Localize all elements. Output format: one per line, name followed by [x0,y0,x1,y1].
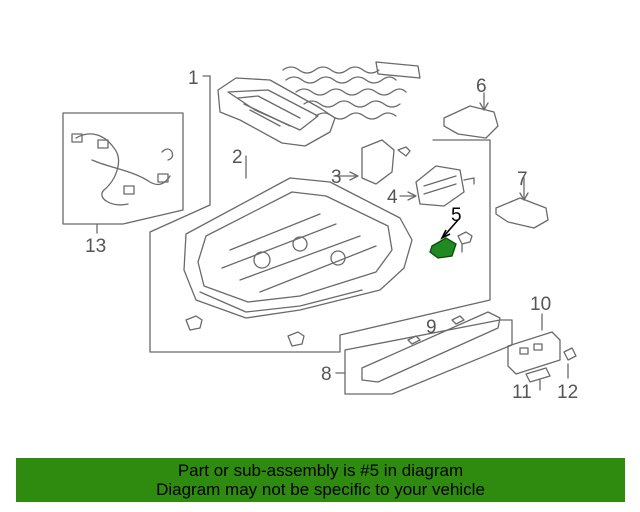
callout-2: 2 [232,147,243,168]
callout-10: 10 [530,294,551,315]
callout-8: 8 [321,364,332,385]
callout-11: 11 [512,382,532,403]
callout-6: 6 [476,76,487,97]
callout-5: 5 [451,205,462,226]
callout-4: 4 [387,187,398,208]
part-3-bracket [333,139,395,185]
frame-13-outline [62,112,184,225]
part-7-cover [495,177,549,229]
seat-cushion-part-1 [217,61,421,147]
part-9-rail [361,311,501,383]
callout-13: 13 [85,236,106,257]
callout-3: 3 [331,167,342,188]
part-10-switch-panel [507,313,561,375]
seat-frame-part-2 [183,155,413,319]
part-4-switch-housing [399,165,475,207]
callout-12: 12 [557,382,578,403]
callout-7: 7 [517,169,528,190]
part-5-highlighted[interactable] [429,219,459,259]
banner-line-1: Part or sub-assembly is #5 in diagram [177,461,464,480]
part-12-knob [563,347,577,379]
wire-harness-part-13 [71,133,174,206]
part-11-knob [525,367,551,391]
banner-line-2: Diagram may not be specific to your vehi… [156,480,485,499]
frame-1-outline [149,75,491,353]
part-6-cover [443,92,499,139]
callout-9: 9 [426,317,437,338]
info-banner: Part or sub-assembly is #5 in diagram Di… [16,458,625,502]
bolts [185,146,473,347]
callout-1: 1 [188,68,199,89]
